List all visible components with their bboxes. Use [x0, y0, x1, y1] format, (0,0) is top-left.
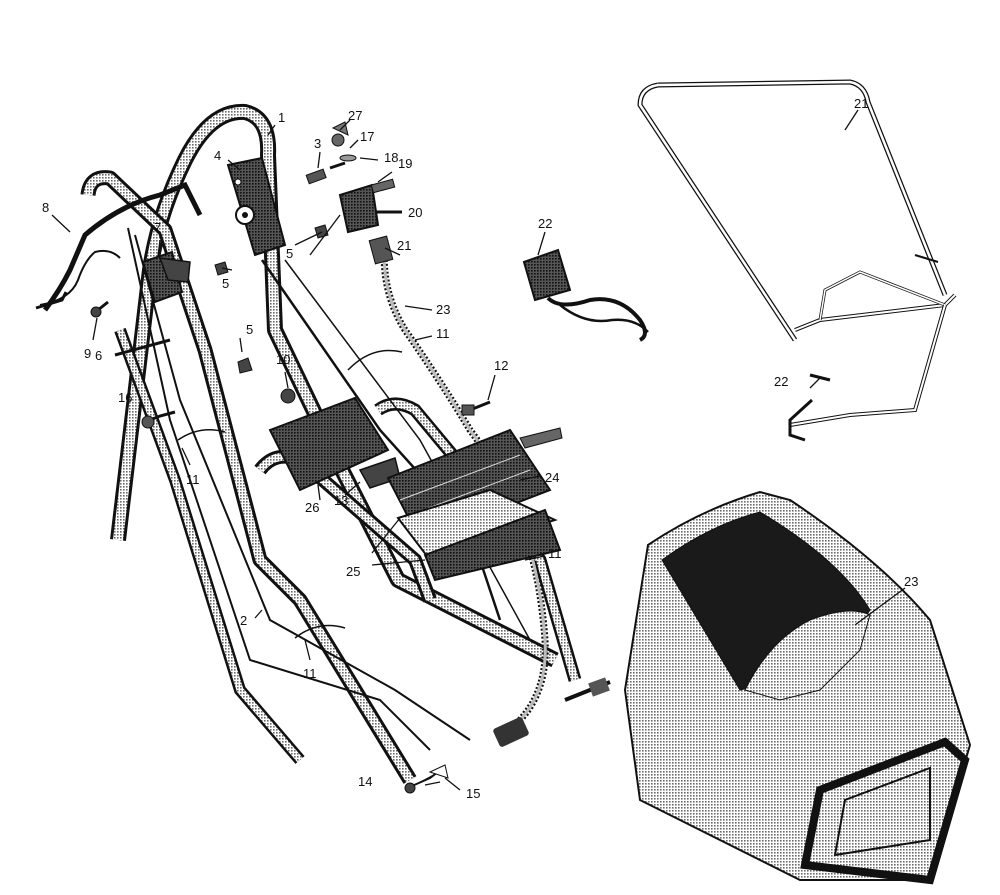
callout-5c: 5: [246, 322, 253, 337]
callout-24: 24: [545, 470, 559, 485]
callout-17: 17: [360, 129, 374, 144]
callout-9: 9: [84, 346, 91, 361]
callout-8: 8: [42, 200, 49, 215]
callout-numbers: 1 2 3 4 5 5 5 6 7 8 9 10 11 11 11 11 12 …: [42, 96, 918, 801]
callout-27: 27: [348, 108, 362, 123]
callout-1: 1: [278, 110, 285, 125]
upper-handle: [110, 103, 559, 668]
motor-mount: [268, 396, 390, 492]
battery-holder: [396, 488, 562, 582]
grass-bag-frame: [637, 79, 957, 442]
callout-21b: 21: [854, 96, 868, 111]
callout-5b: 5: [286, 246, 293, 261]
callout-25: 25: [346, 564, 360, 579]
callout-16: 16: [118, 390, 132, 405]
callout-11b: 11: [186, 472, 200, 487]
callout-11d: 11: [303, 666, 317, 681]
callout-3: 3: [314, 136, 321, 151]
callout-14: 14: [358, 774, 372, 789]
callout-20: 20: [408, 205, 422, 220]
switch-plate: [141, 250, 191, 304]
control-bail: [35, 181, 203, 312]
callout-4: 4: [214, 148, 221, 163]
callout-18: 18: [384, 150, 398, 165]
callout-22b: 22: [774, 374, 788, 389]
callout-11c: 11: [548, 546, 562, 561]
callout-19: 19: [398, 156, 412, 171]
callout-7: 7: [154, 220, 161, 235]
callout-11a: 11: [436, 326, 450, 341]
switch-box: [226, 156, 287, 257]
battery-charger: [522, 248, 649, 342]
callout-13: 13: [334, 493, 348, 508]
callout-23a: 23: [436, 302, 450, 317]
leader-lines: [51, 109, 906, 791]
callout-5a: 5: [222, 276, 229, 291]
callout-21a: 21: [397, 238, 411, 253]
hardware: [90, 121, 491, 794]
callout-10: 10: [276, 352, 290, 367]
grass-bag: [623, 490, 972, 885]
callout-26: 26: [305, 500, 319, 515]
callout-15: 15: [466, 786, 480, 801]
callout-22a: 22: [538, 216, 552, 231]
callout-23b: 23: [904, 574, 918, 589]
connector-housing: [338, 183, 394, 265]
callout-12: 12: [494, 358, 508, 373]
callout-2: 2: [240, 613, 247, 628]
callout-6: 6: [95, 348, 102, 363]
